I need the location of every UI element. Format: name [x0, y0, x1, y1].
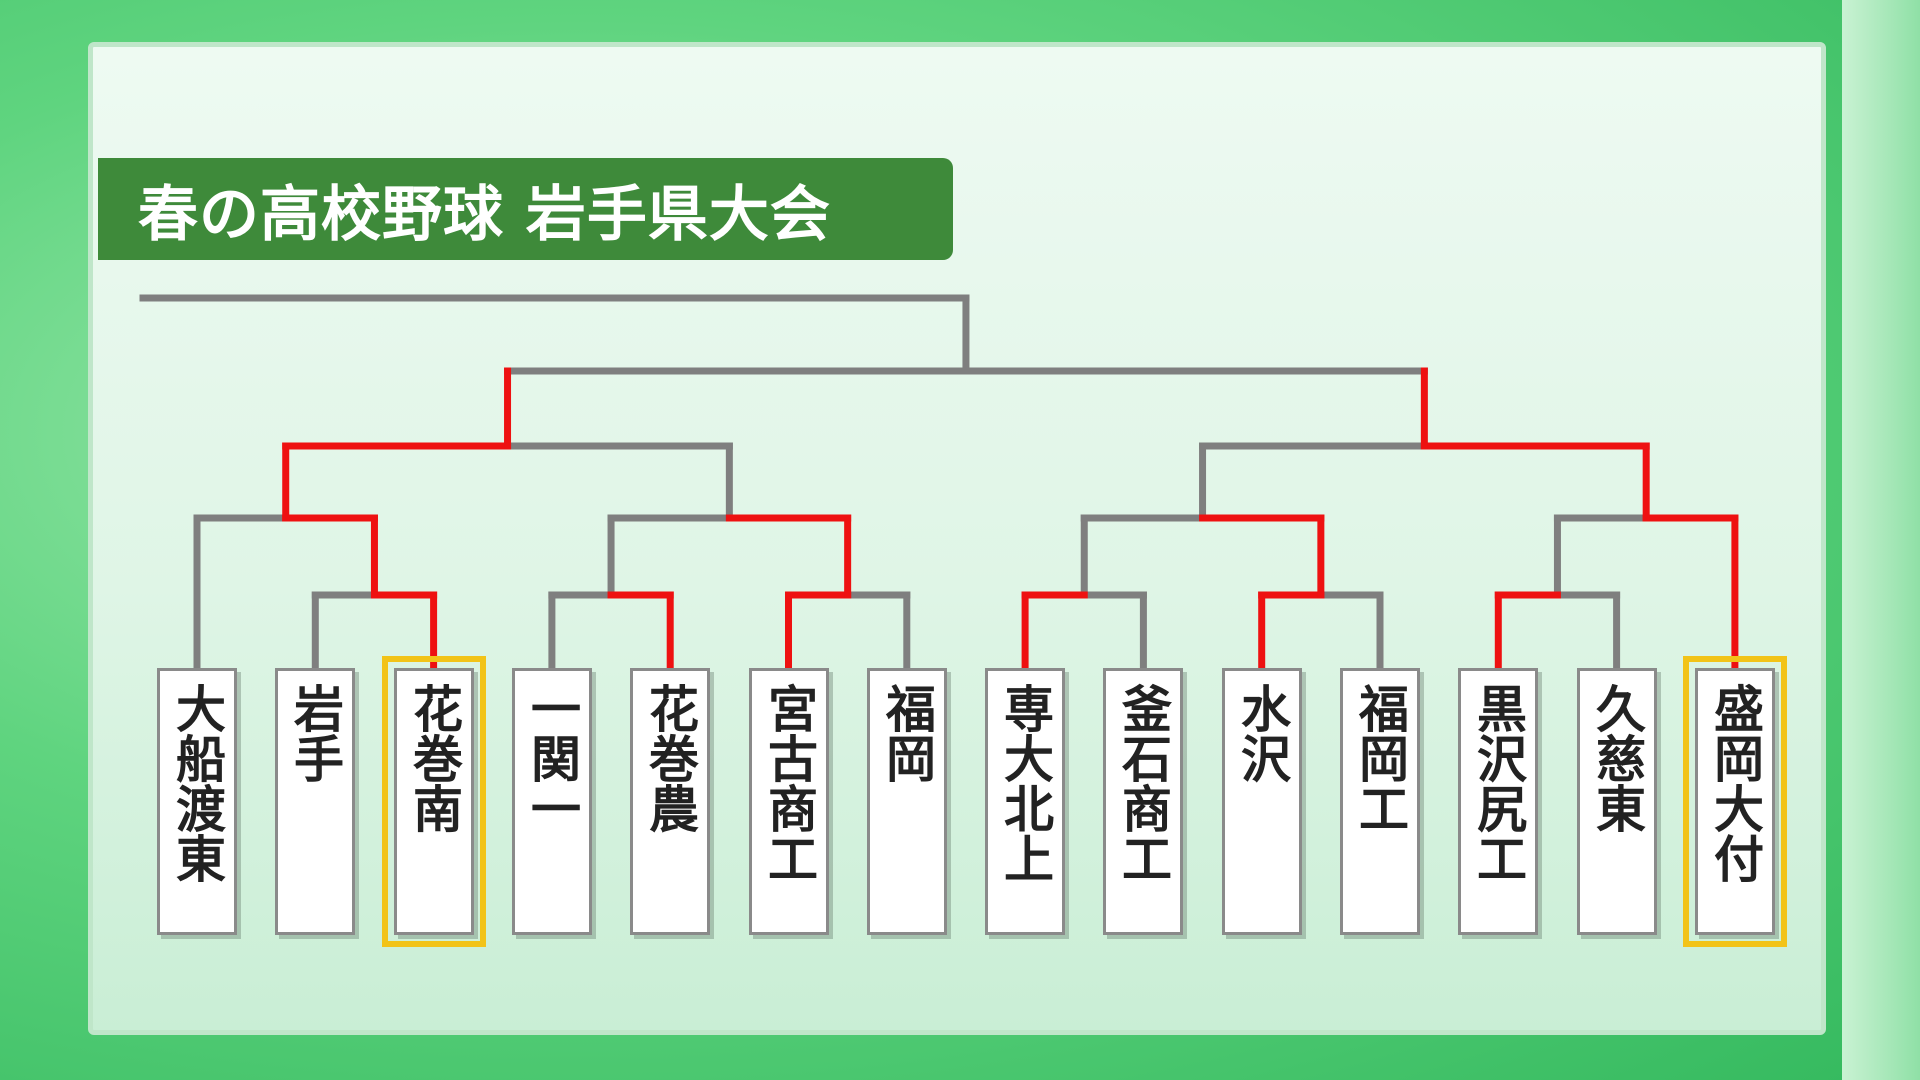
- team-box: 福岡工: [1340, 668, 1420, 935]
- team-box: 専大北上: [985, 668, 1065, 935]
- team-box: 久慈東: [1577, 668, 1657, 935]
- team-box: 釜石商工: [1103, 668, 1183, 935]
- team-name: 盛岡大付: [1706, 683, 1764, 883]
- team-name: 黒沢尻工: [1469, 683, 1527, 883]
- team-name: 花巻農: [641, 683, 699, 833]
- team-name: 宮古商工: [760, 683, 818, 883]
- title-banner: 春の高校野球 岩手県大会: [98, 158, 953, 260]
- team-box: 黒沢尻工: [1458, 668, 1538, 935]
- background-band: [1842, 0, 1920, 1080]
- team-name: 花巻南: [405, 683, 463, 833]
- team-name: 久慈東: [1588, 683, 1646, 833]
- team-box: 花巻南: [382, 656, 486, 947]
- team-box: 宮古商工: [749, 668, 829, 935]
- team-name: 水沢: [1233, 683, 1291, 783]
- page-title: 春の高校野球 岩手県大会: [138, 179, 831, 250]
- team-name: 専大北上: [996, 683, 1054, 883]
- team-box: 花巻農: [630, 668, 710, 935]
- team-box: 大船渡東: [157, 668, 237, 935]
- team-box: 福岡: [867, 668, 947, 935]
- team-name: 福岡: [878, 683, 936, 783]
- team-name: 大船渡東: [168, 683, 226, 883]
- team-name: 釜石商工: [1114, 683, 1172, 883]
- team-box: 水沢: [1222, 668, 1302, 935]
- team-name: 一関一: [523, 683, 581, 833]
- team-box: 岩手: [275, 668, 355, 935]
- team-box: 一関一: [512, 668, 592, 935]
- team-name: 岩手: [286, 683, 344, 783]
- team-box: 盛岡大付: [1683, 656, 1787, 947]
- team-name: 福岡工: [1351, 683, 1409, 833]
